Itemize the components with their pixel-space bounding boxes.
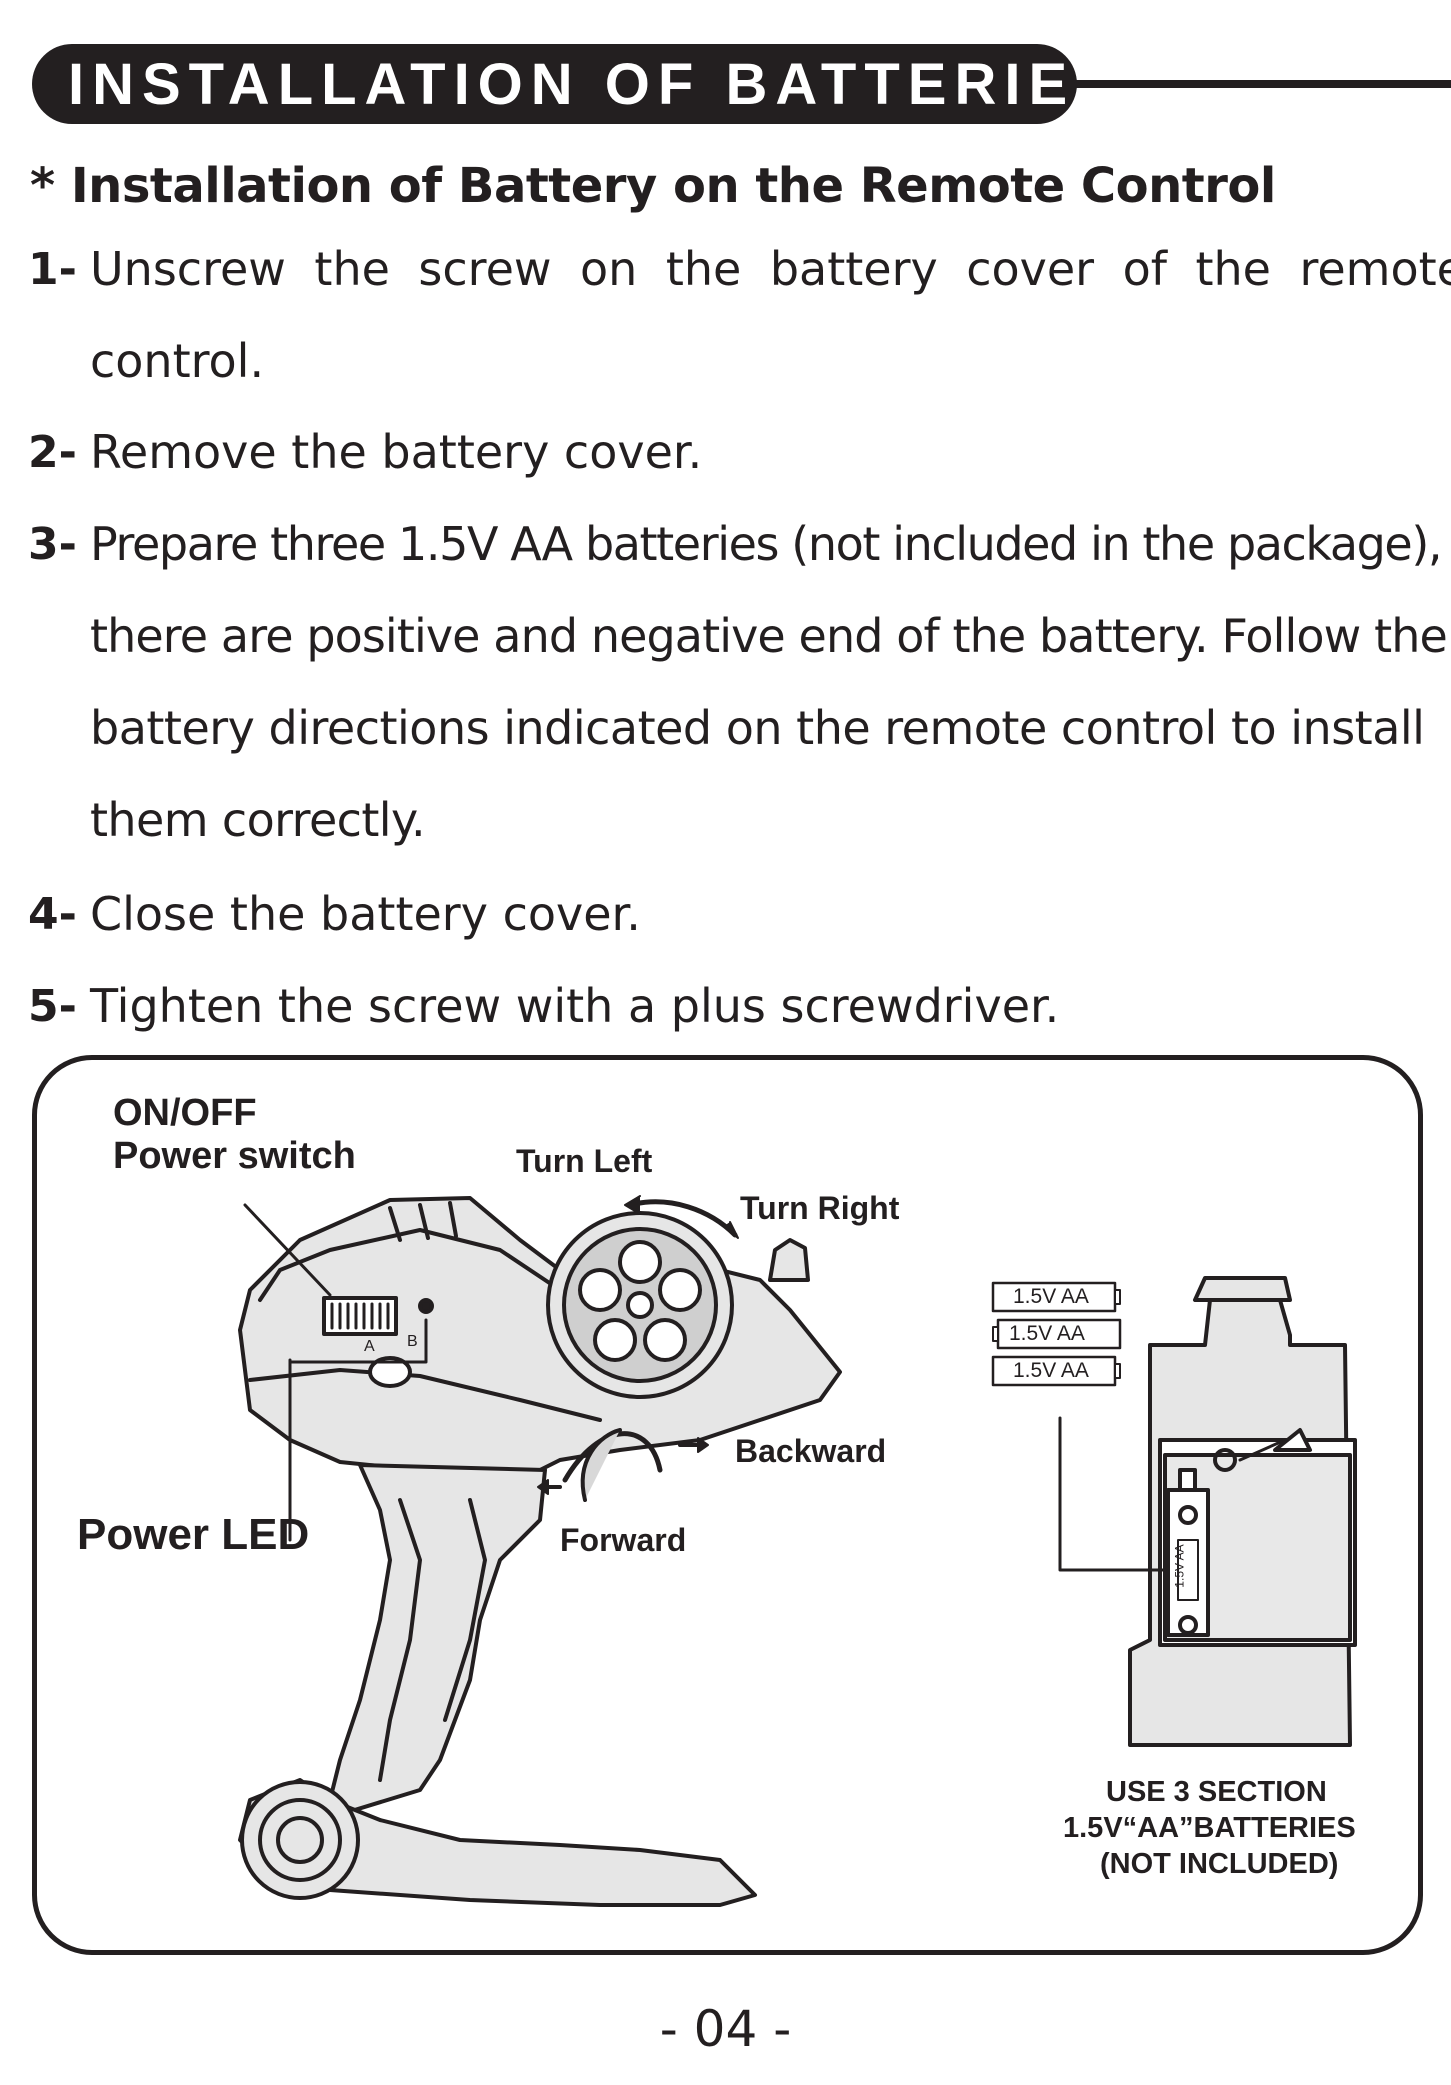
diagram-frame <box>32 1055 1423 1955</box>
step-text: Remove the battery cover. <box>90 406 1451 498</box>
step-word: the <box>1195 242 1271 296</box>
label-turn-left: Turn Left <box>516 1143 653 1179</box>
step-word: on <box>580 242 638 296</box>
label-power-led: Power LED <box>77 1510 310 1559</box>
section-banner <box>32 44 1077 124</box>
battery-label: 1.5V AA <box>1009 1322 1085 1345</box>
label-forward: Forward <box>560 1522 687 1558</box>
step-text: Prepare three 1.5V AA batteries (not inc… <box>90 498 1451 866</box>
battery-label: 1.5V AA <box>1013 1285 1089 1308</box>
step-word: Unscrew <box>90 242 286 296</box>
step-word: of <box>1122 242 1167 296</box>
step-line: control. <box>90 334 265 388</box>
label-turn-right: Turn Right <box>740 1190 900 1226</box>
step-number: 1- <box>28 244 77 295</box>
step-word: the <box>665 242 742 296</box>
step-line: Prepare three 1.5V AA batteries (not inc… <box>90 517 1443 571</box>
step-word: cover <box>966 242 1095 296</box>
step-number: 5- <box>28 981 77 1032</box>
step-text: Close the battery cover. <box>90 868 1451 960</box>
step-number: 2- <box>28 427 77 478</box>
step-number: 3- <box>28 519 77 570</box>
subtitle: * Installation of Battery on the Remote … <box>30 158 1276 214</box>
compartment-battery-label: 1.5V AA <box>1172 1544 1187 1588</box>
battery-note-line: (NOT INCLUDED) <box>1100 1848 1339 1880</box>
label-backward: Backward <box>735 1433 887 1469</box>
label-on-off: ON/OFF <box>113 1092 257 1134</box>
callout-line-switch <box>243 1203 332 1297</box>
switch-label-b: B <box>407 1333 418 1350</box>
battery-compartment-drawing <box>1128 1276 1357 1747</box>
step-line: them correctly. <box>90 793 426 847</box>
battery-note-line: 1.5V“AA”BATTERIES <box>1063 1812 1356 1844</box>
step-line: battery directions indicated on the remo… <box>90 701 1425 755</box>
battery-note-line: USE 3 SECTION <box>1106 1776 1327 1808</box>
section-title: INSTALLATION OF BATTERIES <box>68 52 1122 117</box>
callout-line-led <box>288 1318 428 1364</box>
step-word: remote <box>1299 242 1451 296</box>
step-number: 4- <box>28 889 77 940</box>
switch-label-a: A <box>364 1338 375 1355</box>
battery-icons <box>991 1281 1122 1387</box>
step-word: the <box>314 242 390 296</box>
step-line: Tighten the screw with a plus screwdrive… <box>90 979 1060 1033</box>
remote-control-drawing <box>238 1196 842 1907</box>
label-power-switch: Power switch <box>113 1135 356 1177</box>
header-rule <box>1070 80 1451 88</box>
step-line: Close the battery cover. <box>90 887 641 941</box>
step-text: Tighten the screw with a plus screwdrive… <box>90 960 1451 1052</box>
step-line: there are positive and negative end of t… <box>90 609 1448 663</box>
step-word: battery <box>769 242 938 296</box>
step-line: Remove the battery cover. <box>90 425 703 479</box>
step-word: screw <box>418 242 552 296</box>
battery-label: 1.5V AA <box>1013 1359 1089 1382</box>
page-number: - 04 - <box>659 2000 792 2058</box>
